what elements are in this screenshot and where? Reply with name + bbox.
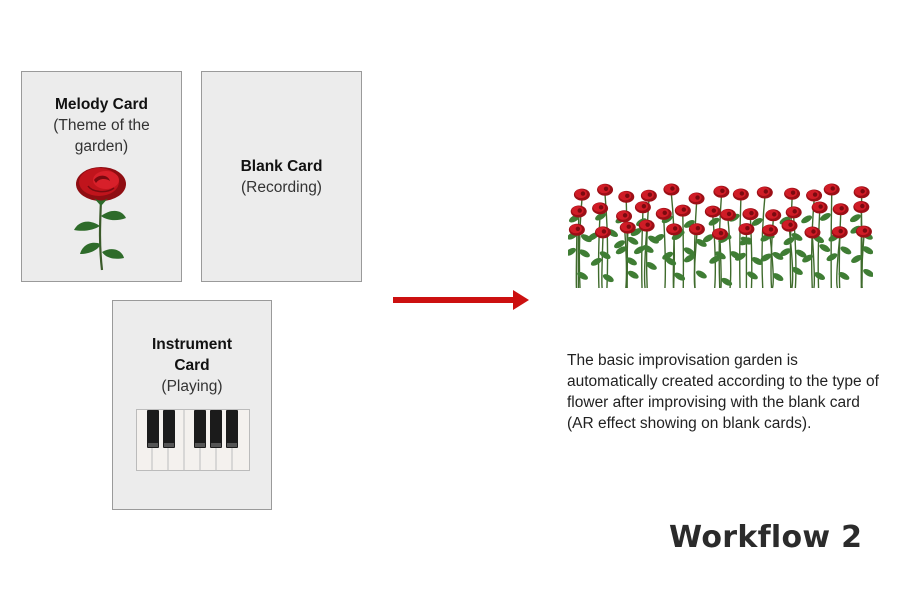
melody-card: Melody Card (Theme of the garden) — [21, 71, 182, 282]
blank-card: Blank Card (Recording) — [201, 71, 362, 282]
rose-icon — [74, 167, 126, 271]
right-arrow-icon — [393, 290, 529, 310]
garden-description: The basic improvisation garden is automa… — [567, 352, 879, 432]
rose-garden-image — [568, 183, 873, 289]
melody-card-title: Melody Card — [54, 96, 148, 113]
workflow-label: Workflow 2 — [669, 520, 863, 555]
blank-card-title: Blank Card — [240, 158, 323, 175]
instrument-card: Instrument Card (Playing) — [112, 300, 272, 510]
instrument-card-subtitle: (Playing) — [161, 378, 223, 395]
blank-card-subtitle: (Recording) — [241, 179, 322, 196]
melody-card-subtitle-line2: garden) — [74, 138, 129, 155]
instrument-card-title-line1: Instrument — [151, 336, 233, 353]
piano-keys-icon — [136, 409, 250, 471]
melody-card-subtitle-line1: (Theme of the — [53, 117, 150, 134]
instrument-card-title-line2: Card — [174, 357, 210, 374]
